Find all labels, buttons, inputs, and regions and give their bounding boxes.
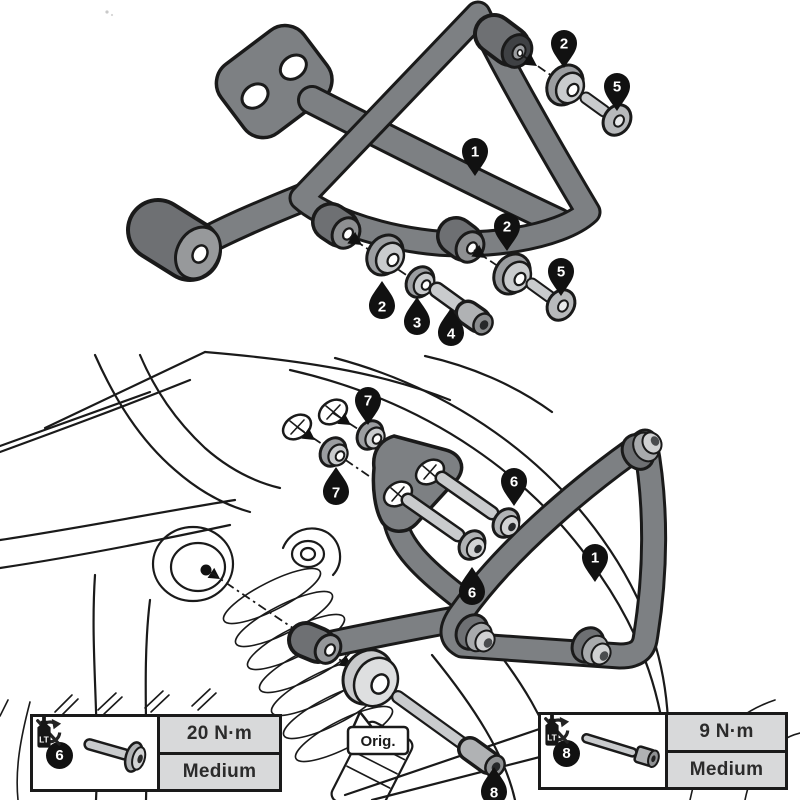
bottom-installation-view: Orig. <box>0 350 800 800</box>
callout-number: 7 <box>332 485 340 502</box>
callout-number: 5 <box>557 264 565 281</box>
rack-ribbed-bobbin-left <box>454 613 496 653</box>
callout-4-socket-bolt: 4 <box>438 308 464 346</box>
callout-2-right-bushing: 2 <box>494 213 520 251</box>
flanged-bolt-icon <box>83 738 147 773</box>
torque-row: 20 N·m <box>36 717 279 752</box>
rack-mount-bobbin-left <box>311 202 362 250</box>
bottle-label: LT <box>39 734 50 744</box>
callout-number: 5 <box>613 79 621 96</box>
spec-part-cell: 8 <box>541 715 665 787</box>
orig-label-bubble: Orig. <box>346 710 410 756</box>
callout-number: 2 <box>560 36 568 53</box>
socket-bolt-icon <box>581 733 660 769</box>
callout-1-rack-installed: 1 <box>582 544 608 582</box>
callout-5-upper-bolt: 5 <box>604 73 630 111</box>
torque-value: 20 N·m <box>186 723 253 745</box>
rack-bobbin-large <box>126 198 222 282</box>
callout-number: 6 <box>468 585 476 602</box>
callout-number: 7 <box>364 393 372 410</box>
bushing-2-top <box>545 63 586 107</box>
callout-1-rack-top-view: 1 <box>462 138 488 176</box>
callout-3-washer: 3 <box>404 297 430 335</box>
insertion-arrows-top <box>347 52 537 258</box>
callout-2-left-bushing: 2 <box>369 281 395 319</box>
callout-8-shock-bolt: 8 <box>481 767 507 800</box>
threadlocker-row: LT Medium <box>545 715 785 787</box>
part-number-badge: 6 <box>46 742 73 769</box>
torque-value: 9 N·m <box>699 721 754 743</box>
callout-number: 1 <box>471 144 479 161</box>
bolt-4 <box>428 281 494 336</box>
part-number-badge: 8 <box>553 740 580 767</box>
bolt-5-right <box>525 277 577 322</box>
callout-2-upper-bushing: 2 <box>551 30 577 68</box>
orig-label: Orig. <box>360 733 395 750</box>
bushing-2-left <box>365 233 406 277</box>
callout-6-lower-bolt: 6 <box>459 567 485 605</box>
threadlocker-value: Medium <box>182 760 257 782</box>
pannier-rack-installed <box>287 428 668 670</box>
callouts-layer: 1 2 5 2 5 2 3 4 7 7 6 1 6 8 <box>323 30 630 800</box>
callout-number: 2 <box>503 219 511 236</box>
threadlocker-bottle-icon: LT <box>37 717 51 748</box>
stray-mark <box>105 10 114 17</box>
spec-box-part-6: 6 20 N·m LT Medium <box>30 714 282 792</box>
torque-row: 9 N·m <box>544 715 785 750</box>
threadlocker-bottle-icon: LT <box>545 715 559 746</box>
bolt-6-upper <box>434 470 521 539</box>
rack-mount-bobbin-right <box>436 216 486 264</box>
callout-6-upper-bolt: 6 <box>501 468 527 506</box>
adapter-plate <box>371 434 464 533</box>
callout-number: 8 <box>490 785 498 800</box>
threadlocker-row: LT Medium <box>37 717 279 789</box>
callout-number: 3 <box>413 315 421 332</box>
callout-7-lower-spacer: 7 <box>323 467 349 505</box>
original-washer <box>341 648 400 708</box>
spacer-7-upper <box>355 419 386 451</box>
callout-number: 1 <box>591 550 599 567</box>
rack-ribbed-bobbin-top <box>620 431 663 471</box>
bottle-label: LT <box>547 732 558 742</box>
bolt-8 <box>391 690 506 778</box>
spacer-7-lower <box>318 436 349 468</box>
bolt-5-top <box>579 91 633 137</box>
callout-5-right-bolt: 5 <box>548 258 574 296</box>
spec-box-part-8: 8 9 N·m LT Medium <box>538 712 788 790</box>
rack-top-bobbin <box>473 13 534 69</box>
callout-number: 2 <box>378 299 386 316</box>
bolt-6-lower <box>400 492 487 561</box>
callout-7-upper-spacer: 7 <box>355 387 381 425</box>
rack-ribbed-bobbin-right <box>570 626 612 666</box>
callout-number: 4 <box>447 326 456 343</box>
callout-number: 6 <box>510 474 518 491</box>
threadlocker-value: Medium <box>689 758 764 780</box>
mounting-plate-top <box>214 23 334 140</box>
top-exploded-view <box>126 0 633 336</box>
